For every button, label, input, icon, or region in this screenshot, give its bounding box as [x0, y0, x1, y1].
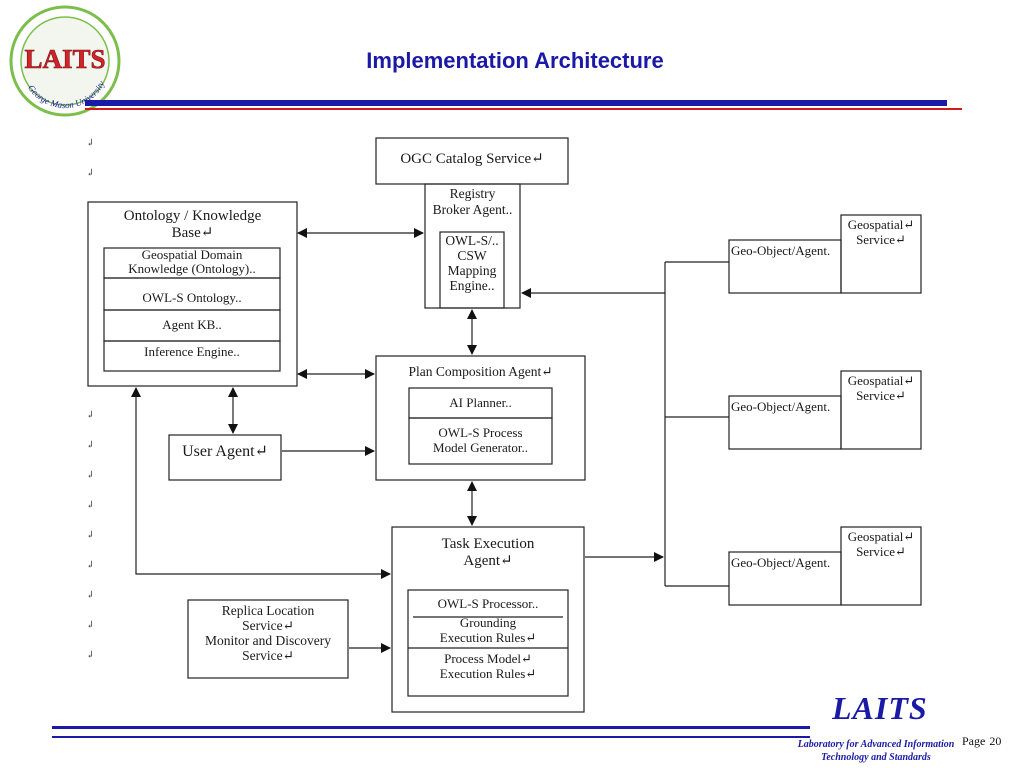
geospatial-service-label: Geospatial↵ Service↵	[847, 373, 915, 403]
task-agent-box	[391, 526, 585, 713]
registry-broker-label: Registry Broker Agent..	[432, 186, 513, 217]
owls-csw-label: OWL-S/.. CSW Mapping Engine..	[445, 233, 499, 293]
process-model-rules-label: Process Model↵ Execution Rules↵	[439, 651, 537, 681]
geospatial-service-box	[840, 526, 922, 606]
paragraph-mark: ↲	[86, 470, 95, 481]
task-item-box	[407, 589, 569, 697]
footer-rule-blue	[52, 726, 810, 729]
geospatial-service-box	[840, 214, 922, 294]
owls-ontology-label: OWL-S Ontology..	[142, 290, 242, 305]
paragraph-mark: ↲	[86, 500, 95, 511]
ontology-kb-title: Ontology / Knowledge Base↵	[123, 208, 262, 242]
owls-csw-box	[439, 231, 505, 309]
paragraph-mark: ↲	[86, 620, 95, 631]
task-agent-title: Task Execution Agent↵	[441, 536, 535, 570]
plan-agent-title: Plan Composition Agent↵	[408, 364, 553, 379]
header-rule-red	[85, 108, 962, 110]
svg-text:LAITS: LAITS	[24, 44, 105, 74]
grounding-rules-label: Grounding Execution Rules↵	[439, 615, 537, 645]
task-kb-arrow	[131, 387, 391, 579]
paragraph-mark: ↲	[86, 138, 95, 149]
geo-object-agent-label: Geo-Object/Agent.	[731, 399, 831, 414]
paragraph-mark: ↲	[86, 410, 95, 421]
footer-laits-logo: LAITS	[832, 690, 928, 724]
paragraph-mark: ↲	[86, 650, 95, 661]
paragraph-mark: ↲	[86, 590, 95, 601]
ontology-kb-box	[87, 201, 298, 387]
geo-object-agent-label: Geo-Object/Agent.	[731, 555, 831, 570]
footer-organization: Laboratory for Advanced Information Tech…	[797, 739, 955, 763]
geo-object-agent-label: Geo-Object/Agent.	[731, 243, 831, 258]
ontology-item-box	[103, 340, 281, 372]
user-agent-label: User Agent↵	[182, 443, 268, 460]
footer-rule-blue-thin	[52, 736, 810, 738]
geospatial-service-box	[840, 370, 922, 450]
replica-service-box	[187, 599, 349, 679]
paragraph-mark: ↲	[86, 560, 95, 571]
geospatial-domain-knowledge-label: Geospatial Domain Knowledge (Ontology)..	[128, 247, 256, 277]
header-rule-blue	[85, 100, 947, 106]
plan-item-box	[408, 417, 553, 465]
owls-processor-label: OWL-S Processor..	[437, 596, 539, 611]
paragraph-mark: ↲	[86, 530, 95, 541]
geospatial-service-label: Geospatial↵ Service↵	[847, 217, 915, 247]
agent-kb-label: Agent KB..	[162, 317, 222, 332]
ai-planner-label: AI Planner..	[449, 395, 512, 410]
owls-process-model-generator-label: OWL-S Process Model Generator..	[433, 425, 528, 455]
inference-engine-label: Inference Engine..	[144, 344, 240, 359]
ogc-catalog-label: OGC Catalog Service↵	[400, 151, 544, 167]
replica-service-label: Replica Location Service↵ Monitor and Di…	[205, 603, 331, 663]
geospatial-service-label: Geospatial↵ Service↵	[847, 529, 915, 559]
paragraph-mark: ↲	[86, 168, 95, 179]
laits-logo: LAITS George Mason University	[9, 5, 121, 117]
paragraph-mark: ↲	[86, 440, 95, 451]
slide-title: Implementation Architecture	[366, 48, 664, 73]
